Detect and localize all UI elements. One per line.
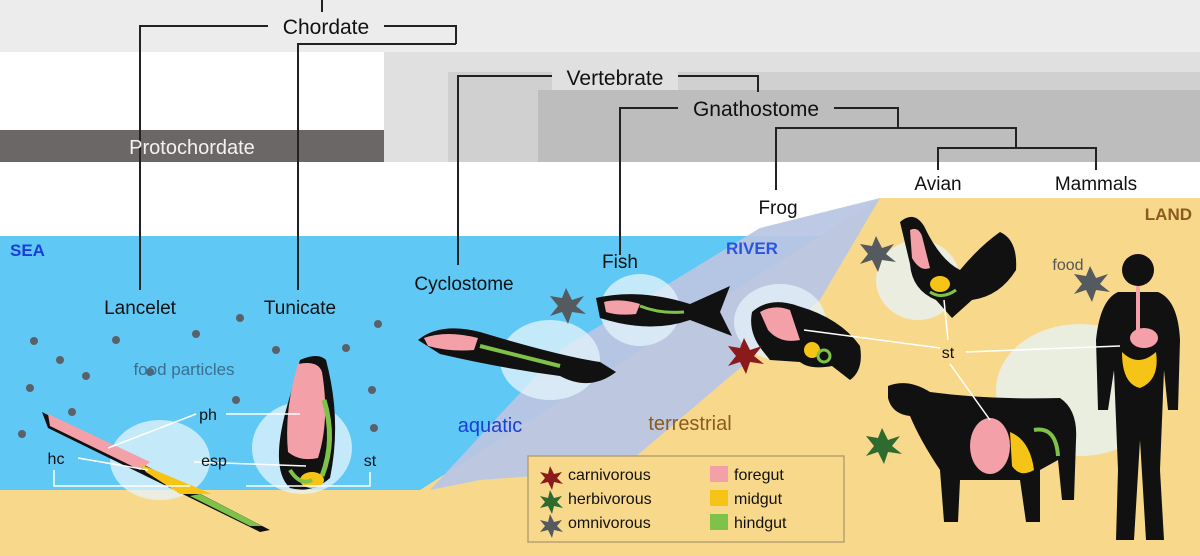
lancelet bbox=[42, 412, 270, 532]
aquatic-label: aquatic bbox=[458, 415, 523, 437]
midgut-swatch bbox=[710, 490, 728, 506]
legend: carnivorous herbivorous omnivorous foreg… bbox=[527, 455, 845, 543]
tunicate bbox=[278, 356, 336, 490]
human bbox=[1096, 254, 1180, 540]
gnathostome-label: Gnathostome bbox=[693, 98, 819, 121]
legend-foregut: foregut bbox=[734, 467, 784, 484]
sea-label: SEA bbox=[10, 241, 45, 260]
cow bbox=[888, 383, 1077, 522]
land-label: LAND bbox=[1145, 205, 1192, 224]
legend-midgut: midgut bbox=[734, 491, 783, 508]
ph-label: ph bbox=[199, 407, 217, 424]
foregut-swatch bbox=[710, 466, 728, 482]
hindgut-swatch bbox=[710, 514, 728, 530]
esp-label: esp bbox=[201, 453, 227, 470]
cyclostome-label: Cyclostome bbox=[414, 274, 513, 295]
omnivorous-icon bbox=[540, 514, 563, 538]
tunicate-label: Tunicate bbox=[264, 298, 336, 319]
gnathostome-band bbox=[538, 90, 1200, 162]
herbivorous-burst-cow bbox=[866, 428, 902, 464]
legend-omnivorous: omnivorous bbox=[568, 515, 651, 532]
hc-label: hc bbox=[48, 451, 65, 468]
frog-label: Frog bbox=[758, 198, 797, 219]
st-label-land: st bbox=[942, 345, 955, 362]
omnivorous-burst-human bbox=[1074, 266, 1110, 302]
legend-herbivorous: herbivorous bbox=[568, 491, 652, 508]
omnivorous-burst-rooster bbox=[860, 236, 896, 272]
chordate-label-bg bbox=[268, 12, 384, 42]
herbivorous-icon bbox=[540, 490, 563, 514]
frog bbox=[751, 302, 861, 380]
vertebrate-label: Vertebrate bbox=[567, 67, 664, 90]
cyclostome bbox=[418, 328, 616, 384]
food-particles-label: food particles bbox=[133, 360, 234, 379]
legend-carnivorous: carnivorous bbox=[568, 467, 651, 484]
lancelet-label: Lancelet bbox=[104, 298, 177, 319]
omnivorous-burst-fish bbox=[550, 288, 586, 324]
carnivorous-burst-frog bbox=[728, 338, 764, 374]
avian-label: Avian bbox=[914, 174, 961, 195]
protochordate-bar bbox=[0, 130, 384, 162]
mammals-label: Mammals bbox=[1055, 174, 1137, 195]
legend-box bbox=[527, 455, 845, 543]
fish bbox=[596, 286, 732, 336]
food-label: food bbox=[1052, 257, 1083, 274]
protochordate-label: Protochordate bbox=[129, 137, 255, 159]
fish-label: Fish bbox=[602, 252, 638, 273]
terrestrial-label: terrestrial bbox=[648, 413, 731, 435]
legend-hindgut: hindgut bbox=[734, 515, 787, 532]
vertebrate-label-bg bbox=[552, 64, 678, 90]
phylogenetic-tree bbox=[139, 0, 1097, 290]
river-area bbox=[430, 198, 880, 490]
chordate-label: Chordate bbox=[283, 16, 369, 39]
st-label-tunicate: st bbox=[364, 453, 377, 470]
carnivorous-icon bbox=[540, 466, 563, 490]
gnathostome-label-bg bbox=[678, 96, 834, 122]
annotation-lines bbox=[53, 299, 1121, 487]
rooster bbox=[900, 216, 1017, 318]
food-particles bbox=[18, 314, 382, 438]
river-label: RIVER bbox=[726, 239, 778, 258]
